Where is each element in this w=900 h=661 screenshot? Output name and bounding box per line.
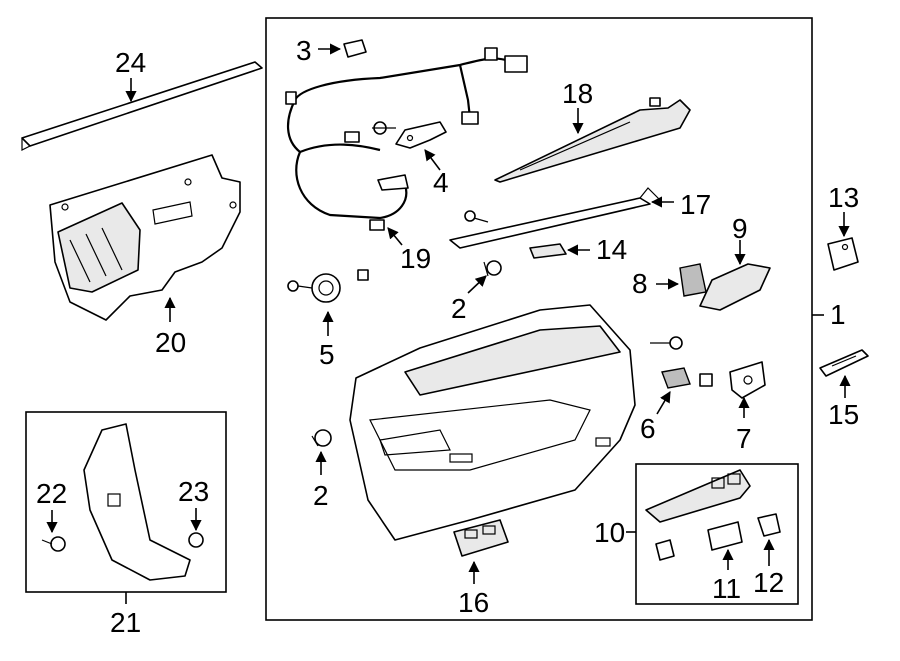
callout-9: 9 bbox=[732, 213, 748, 244]
switch-12-part bbox=[757, 513, 781, 537]
clip-2-lower-part bbox=[311, 429, 332, 447]
weatherstrip-part bbox=[21, 61, 263, 151]
switch-16-part bbox=[453, 519, 509, 557]
bolt-part bbox=[650, 336, 683, 350]
bracket-4-part bbox=[395, 121, 447, 149]
callout-17: 17 bbox=[680, 189, 711, 220]
callout-7: 7 bbox=[736, 423, 752, 454]
switch-6-part bbox=[661, 367, 713, 389]
callout-24: 24 bbox=[115, 47, 146, 78]
module-13-part bbox=[827, 237, 859, 271]
leader-19 bbox=[387, 227, 403, 246]
speaker-5-part bbox=[287, 269, 369, 303]
wiring-harness-part bbox=[285, 47, 528, 231]
callout-4: 4 bbox=[433, 167, 449, 198]
door-trim-panel-part bbox=[349, 304, 636, 541]
callout-8: 8 bbox=[632, 268, 648, 299]
switch-assembly-frame bbox=[635, 463, 799, 605]
callout-13: 13 bbox=[828, 182, 859, 213]
callout-15: 15 bbox=[828, 399, 859, 430]
leader-4 bbox=[424, 149, 441, 171]
callout-14: 14 bbox=[596, 234, 627, 265]
callout-16: 16 bbox=[458, 587, 489, 618]
callout-5: 5 bbox=[319, 339, 335, 370]
screw-part bbox=[372, 121, 396, 135]
callout-10: 10 bbox=[594, 517, 625, 548]
handle-15-part bbox=[819, 349, 869, 377]
leader-2-upper bbox=[467, 275, 487, 294]
garnish-18-part bbox=[494, 97, 691, 183]
callout-2-upper: 2 bbox=[451, 293, 467, 324]
callout-21: 21 bbox=[110, 607, 141, 638]
clip-2-upper-part bbox=[483, 260, 502, 277]
bezel-7-part bbox=[729, 361, 766, 399]
callout-6: 6 bbox=[640, 413, 656, 444]
window-switch-10-part bbox=[645, 469, 751, 561]
screw-22-part bbox=[41, 536, 66, 552]
callout-18: 18 bbox=[562, 78, 593, 109]
bezel-14-part bbox=[529, 243, 567, 259]
main-assembly-frame bbox=[265, 17, 813, 621]
callout-22: 22 bbox=[36, 478, 67, 509]
callout-1: 1 bbox=[830, 299, 846, 330]
callout-23: 23 bbox=[178, 476, 209, 507]
clip-3-part bbox=[343, 39, 367, 58]
mirror-switch-8-part bbox=[679, 263, 707, 297]
water-deflector-part bbox=[49, 154, 241, 321]
switch-bezel-9-part bbox=[699, 263, 771, 311]
callout-3: 3 bbox=[296, 35, 312, 66]
plug-23-part bbox=[188, 532, 204, 548]
window-seal-17-part bbox=[449, 187, 661, 249]
leader-6 bbox=[656, 391, 671, 415]
callout-2-lower: 2 bbox=[313, 480, 329, 511]
callout-11: 11 bbox=[712, 573, 741, 604]
callout-12: 12 bbox=[753, 567, 784, 598]
switch-11-part bbox=[707, 521, 743, 551]
callout-20: 20 bbox=[155, 327, 186, 358]
pillar-trim-21-part bbox=[83, 423, 191, 581]
callout-19: 19 bbox=[400, 243, 431, 274]
screw-17-part bbox=[464, 210, 489, 223]
